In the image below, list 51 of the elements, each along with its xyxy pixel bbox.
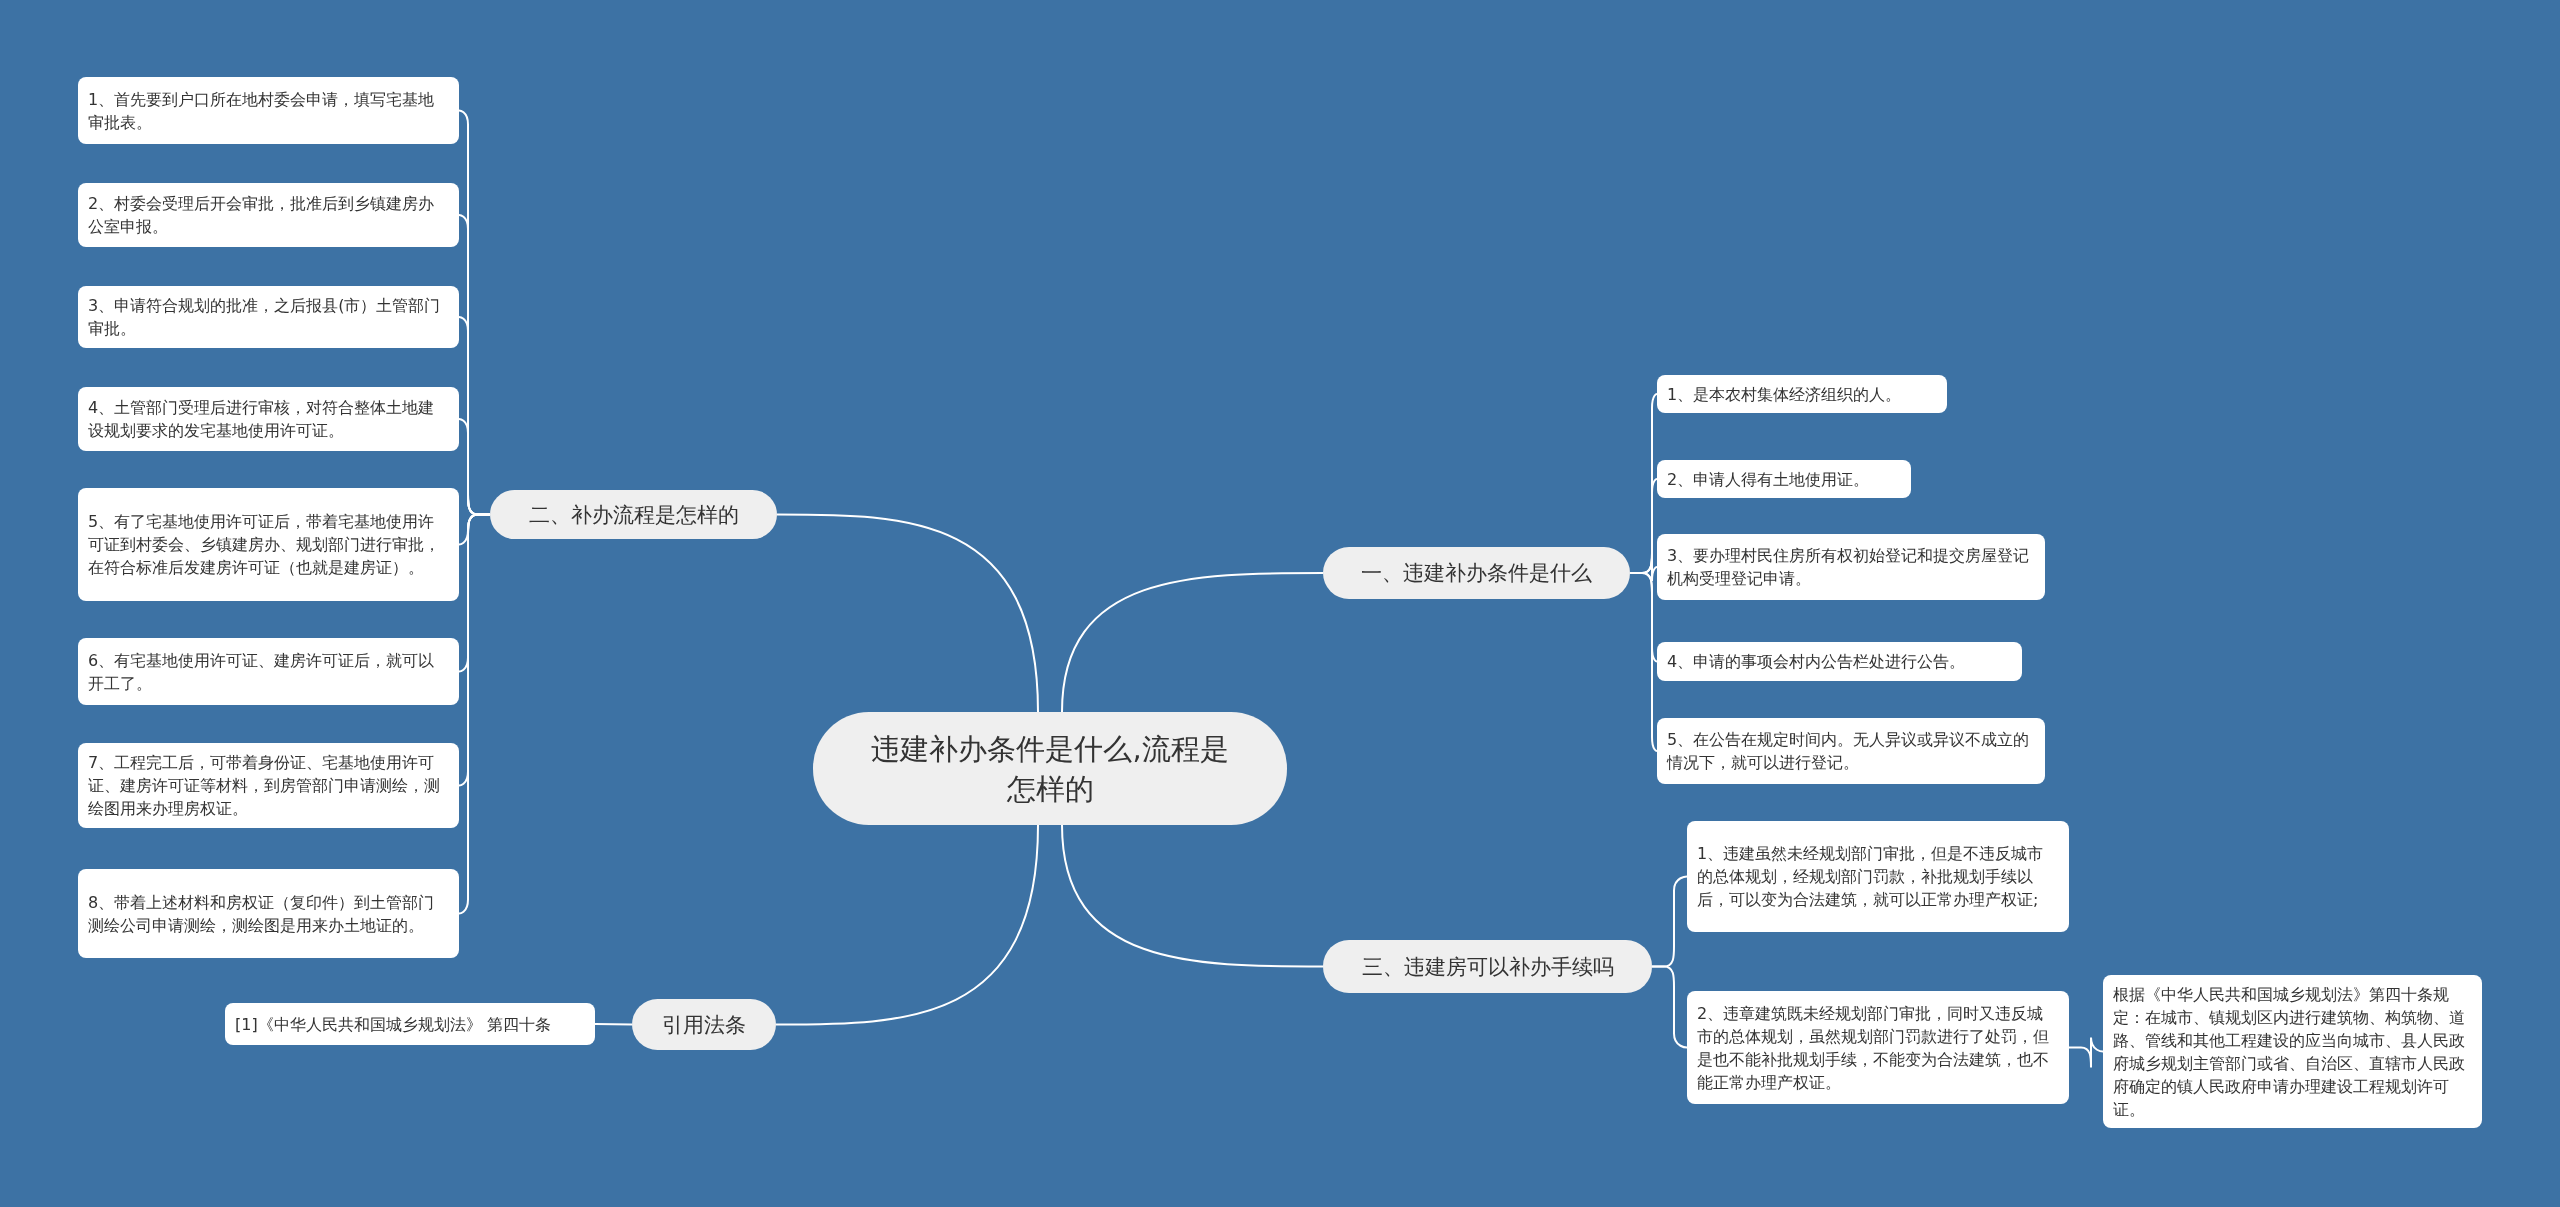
note-text: 1、是本农村集体经济组织的人。: [1667, 383, 1902, 406]
note-text: 1、首先要到户口所在地村委会申请，填写宅基地审批表。: [88, 88, 436, 134]
note-card: [1657, 460, 1911, 498]
note-card: [1657, 642, 2022, 681]
connector-line: [1651, 965, 1688, 1049]
note-card: [78, 488, 459, 601]
branch-topic-bubble: [1323, 940, 1652, 993]
note-card: [78, 77, 459, 144]
connector-line: [1061, 572, 1324, 713]
connector-line: [2068, 1036, 2104, 1069]
note-card: [1657, 718, 2045, 784]
branch-topic-text: 一、违建补办条件是什么: [1361, 560, 1592, 587]
note-text: 3、要办理村民住房所有权初始登记和提交房屋登记机构受理登记申请。: [1667, 545, 2031, 590]
note-card: [78, 286, 459, 348]
note-card: [1657, 375, 1947, 413]
branch-topic-text: 二、补办流程是怎样的: [528, 501, 739, 529]
note-text: 根据《中华人民共和国城乡规划法》第四十条规定：在城市、镇规划区内进行建筑物、构筑物、道路、管线和其他工程建设的应当向城市、县人民政府城乡规划主管部门或省、自治区、直辖市人民政府确定的镇人民政府申请办理建设工程规划许可证。: [2113, 983, 2466, 1121]
note-card: [2103, 975, 2482, 1128]
branch-topic-bubble: [632, 999, 776, 1050]
connector-line: [776, 513, 1039, 713]
note-card: [78, 183, 459, 247]
note-text: 4、申请的事项会村内公告栏处进行公告。: [1667, 651, 1966, 673]
note-card: [225, 1003, 595, 1045]
note-text: [1]《中华人民共和国城乡规划法》 第四十条: [235, 1013, 551, 1036]
note-card: [1687, 991, 2069, 1104]
connector-line: [594, 1023, 633, 1026]
note-text: 1、违建虽然未经规划部门审批，但是不违反城市的总体规划，经规划部门罚款，补批规划手续以后，可以变为合法建筑，就可以正常办理产权证;: [1697, 843, 2045, 911]
note-card: [1687, 821, 2069, 932]
connector-line: [775, 824, 1039, 1026]
connector-line: [1061, 824, 1324, 968]
branch-topic-bubble: [1323, 547, 1630, 599]
branch-topic-bubble: [490, 490, 777, 539]
note-text: 8、带着上述材料和房权证（复印件）到土管部门测绘公司申请测绘，测绘图是用来办土地证的。: [88, 891, 436, 937]
note-text: 2、申请人得有土地使用证。: [1667, 468, 1870, 491]
note-text: 6、有宅基地使用许可证、建房许可证后，就可以开工了。: [88, 649, 436, 695]
note-text: 2、村委会受理后开会审批，批准后到乡镇建房办公室申报。: [88, 193, 436, 238]
note-card: [78, 387, 459, 451]
note-text: 5、有了宅基地使用许可证后，带着宅基地使用许可证到村委会、乡镇建房办、规划部门进行审批，在符合标准后发建房许可证（也就是建房证）。: [88, 511, 441, 579]
connector-line: [1629, 572, 1658, 752]
note-card: [78, 743, 459, 828]
note-card: [1657, 534, 2045, 600]
note-card: [78, 869, 459, 958]
note-card: [78, 638, 459, 705]
branch-topic-text: 引用法条: [662, 1011, 746, 1039]
note-text: 3、申请符合规划的批准，之后报县(市）土管部门审批。: [88, 295, 442, 340]
note-text: 4、土管部门受理后进行审核，对符合整体土地建设规划要求的发宅基地使用许可证。: [88, 397, 436, 442]
note-text: 7、工程完工后，可带着身份证、宅基地使用许可证、建房许可证等材料，到房管部门申请测绘，测绘图用来办理房权证。: [88, 752, 441, 820]
note-text: 2、违章建筑既未经规划部门审批，同时又违反城市的总体规划，虽然规划部门罚款进行了处罚，但是也不能补批规划手续，不能变为合法建筑，也不能正常办理产权证。: [1697, 1002, 2050, 1094]
central-topic-text: 违建补办条件是什么,流程是怎样的: [870, 730, 1230, 808]
note-text: 5、在公告在规定时间内。无人异议或异议不成立的情况下，就可以进行登记。: [1667, 729, 2031, 774]
branch-topic-text: 三、违建房可以补办手续吗: [1361, 953, 1614, 981]
